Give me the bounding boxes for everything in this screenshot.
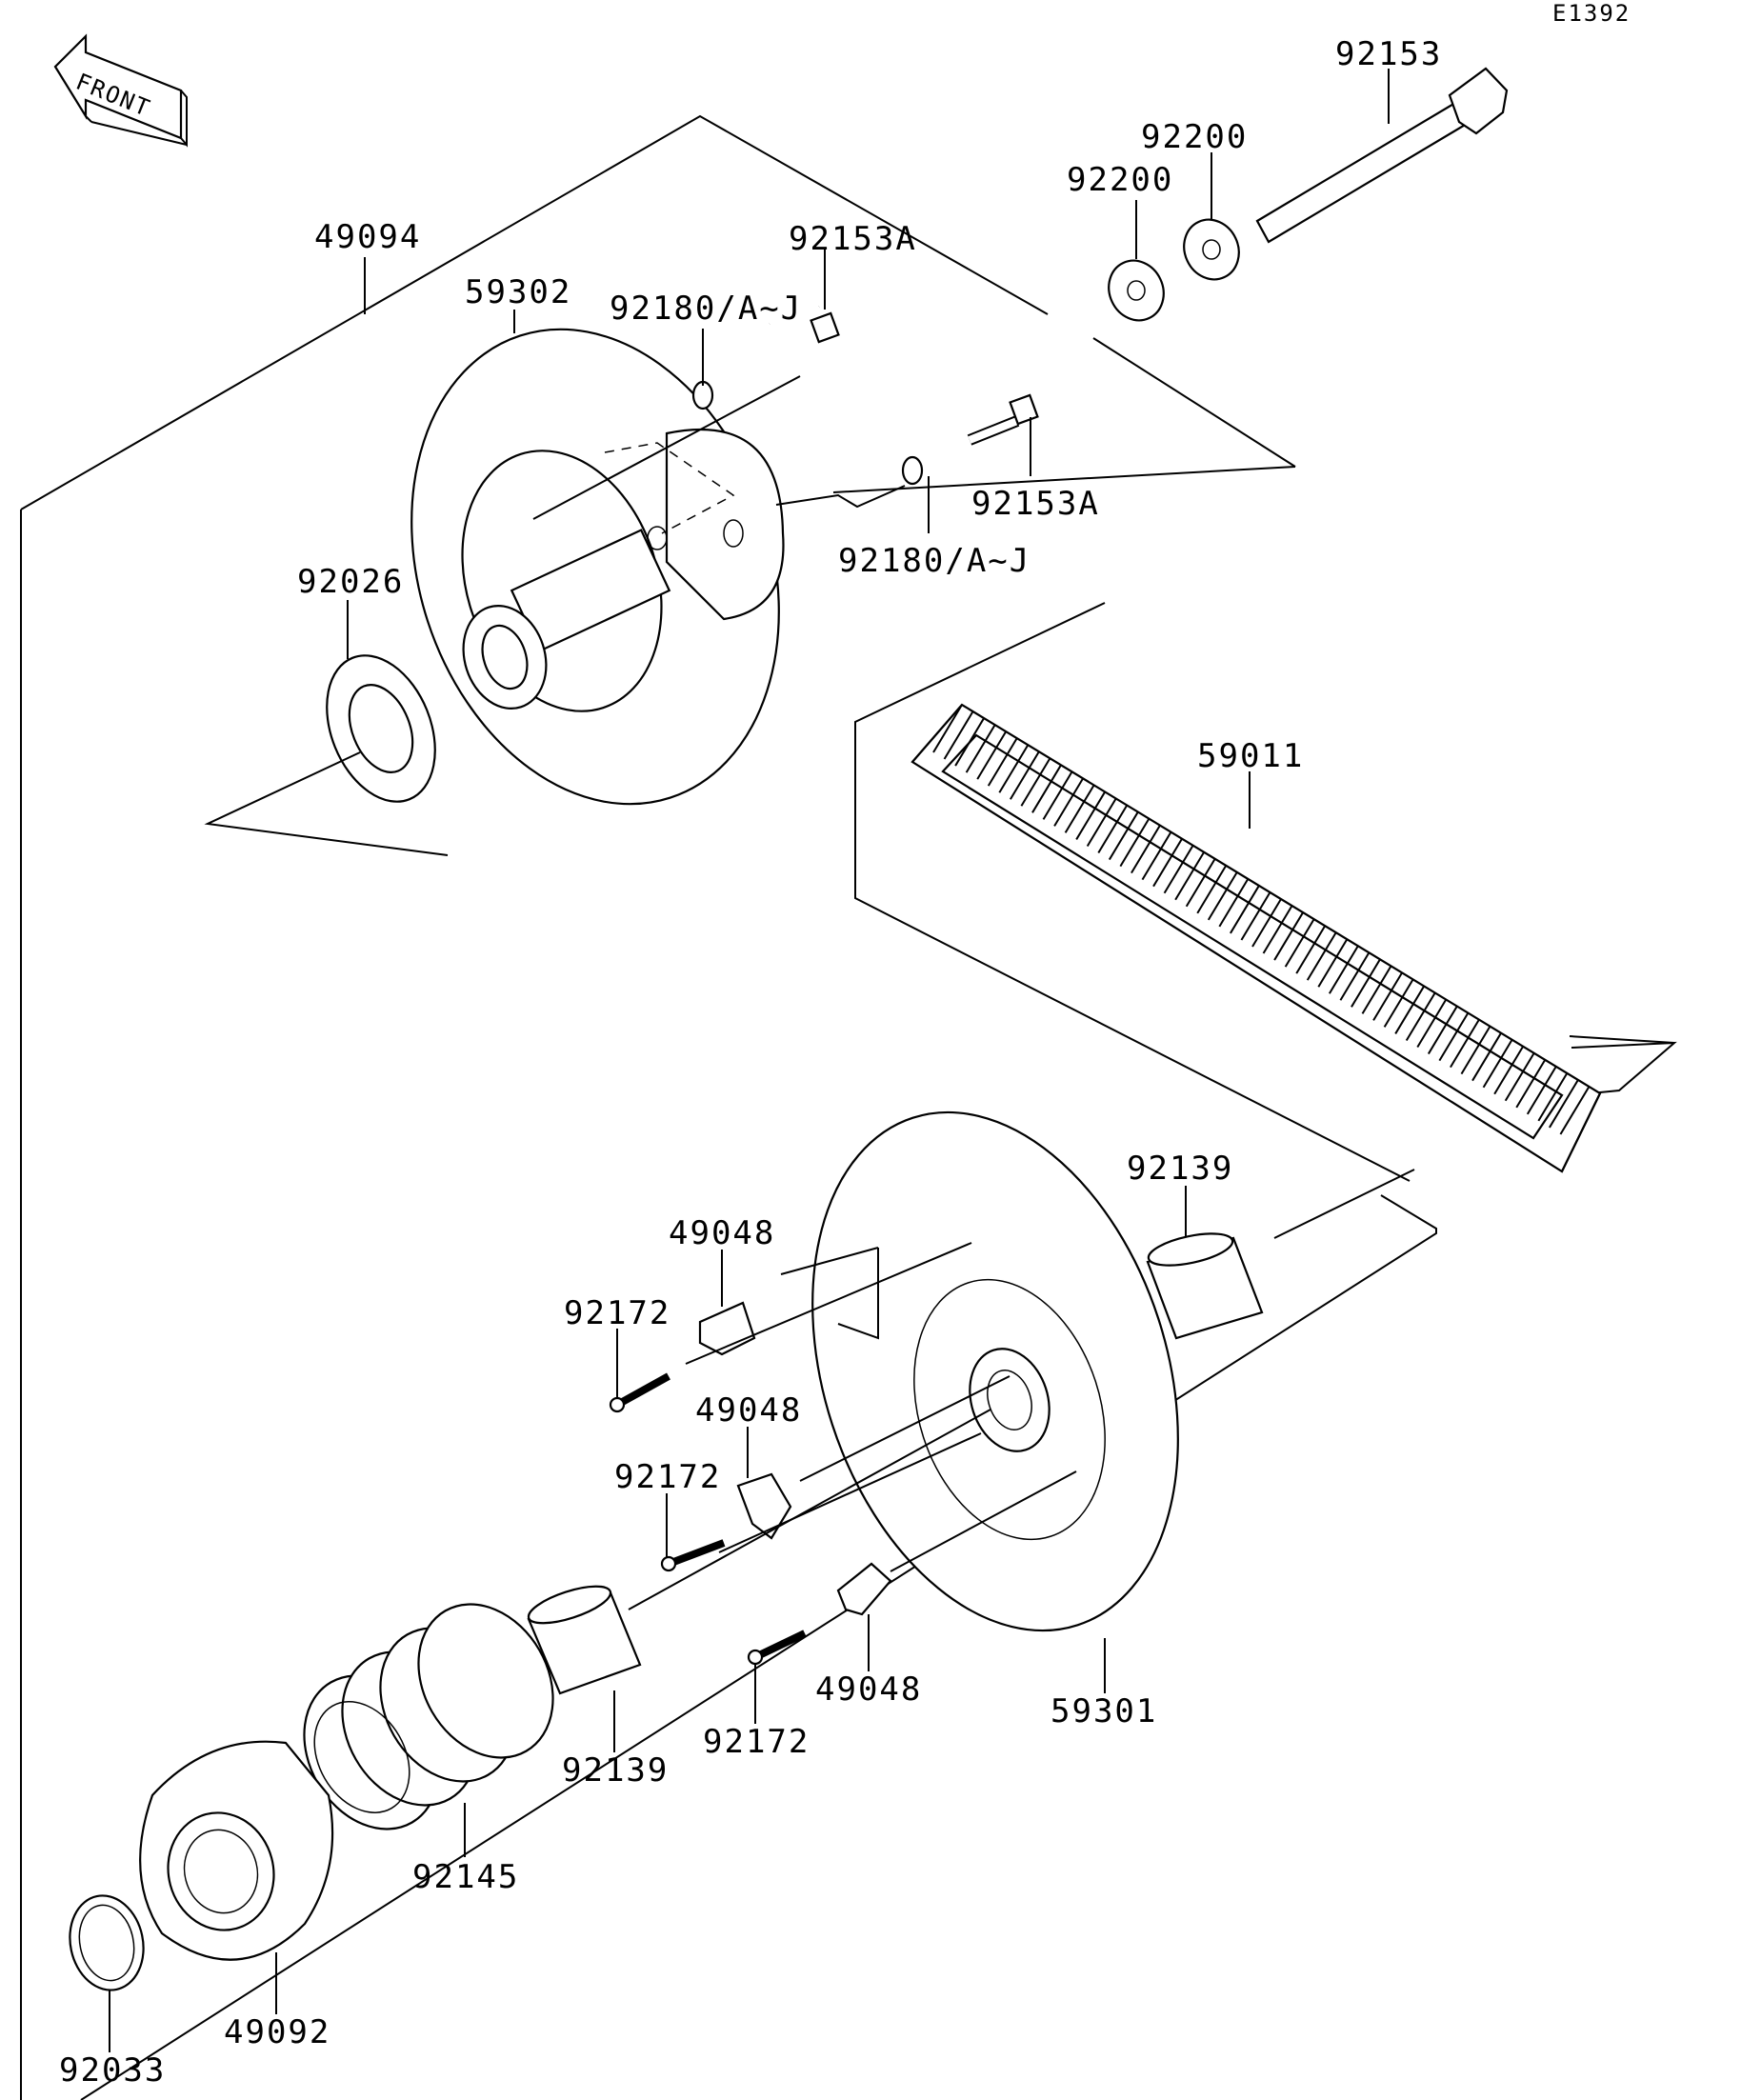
driven-movable-sheave — [780, 1110, 1179, 1632]
pin-92172-b — [660, 1539, 726, 1572]
front-arrow-icon: FRONT — [53, 33, 188, 148]
label-92200-lower: 92200 — [1067, 161, 1173, 199]
label-92153A-upper: 92153A — [789, 220, 917, 258]
label-49092: 49092 — [224, 2013, 330, 2051]
ramp-shoe-49048-b — [736, 1472, 792, 1540]
bushing-92139-upper — [1146, 1232, 1264, 1340]
label-92153: 92153 — [1335, 35, 1442, 73]
bolt-92153A-lower — [967, 393, 1039, 446]
label-59011: 59011 — [1197, 737, 1304, 775]
label-92172-b: 92172 — [614, 1458, 721, 1496]
label-49048-a: 49048 — [669, 1214, 775, 1252]
label-92172-c: 92172 — [703, 1723, 810, 1761]
bolt-92153A-upper — [768, 303, 840, 344]
label-49048-b: 49048 — [695, 1391, 802, 1430]
washer-92180-lower — [901, 455, 924, 486]
assembly-outline-upper — [20, 114, 1049, 510]
label-92180-upper: 92180/A~J — [610, 290, 802, 328]
assembly-outline-lower — [80, 1194, 1437, 2100]
ramp-shoe-49048-c — [836, 1562, 892, 1616]
label-92139-lower: 92139 — [562, 1751, 669, 1790]
circlip-92033 — [69, 1894, 145, 1991]
pin-92172-a — [609, 1372, 670, 1413]
diagram-code: E1392 — [1552, 0, 1631, 27]
washer-92200-lower — [1108, 259, 1165, 322]
pin-92172-c — [747, 1630, 807, 1666]
label-92153A-lower: 92153A — [971, 485, 1100, 523]
belt-frame — [854, 602, 1411, 1182]
label-59301: 59301 — [1051, 1692, 1157, 1730]
washer-92200-upper — [1183, 218, 1240, 281]
driven-fixed-sheave — [410, 328, 785, 806]
label-59302: 59302 — [465, 273, 571, 311]
belt-teeth — [932, 704, 1591, 1135]
bushing-92139-lower — [527, 1585, 642, 1695]
washer-92180-upper — [691, 380, 714, 410]
label-92172-a: 92172 — [564, 1294, 670, 1332]
label-92200-upper: 92200 — [1141, 118, 1248, 156]
label-92026: 92026 — [297, 563, 404, 601]
label-92145: 92145 — [412, 1858, 519, 1896]
label-92180-lower: 92180/A~J — [838, 542, 1031, 580]
torque-cam-49092 — [139, 1740, 334, 1961]
bolt-92153 — [1255, 67, 1509, 244]
label-92139-upper: 92139 — [1127, 1150, 1233, 1188]
label-49094: 49094 — [314, 218, 421, 256]
spring-92145 — [303, 1603, 554, 1830]
label-92033: 92033 — [59, 2051, 166, 2090]
washer-92026 — [326, 654, 436, 803]
label-49048-c: 49048 — [815, 1670, 922, 1709]
